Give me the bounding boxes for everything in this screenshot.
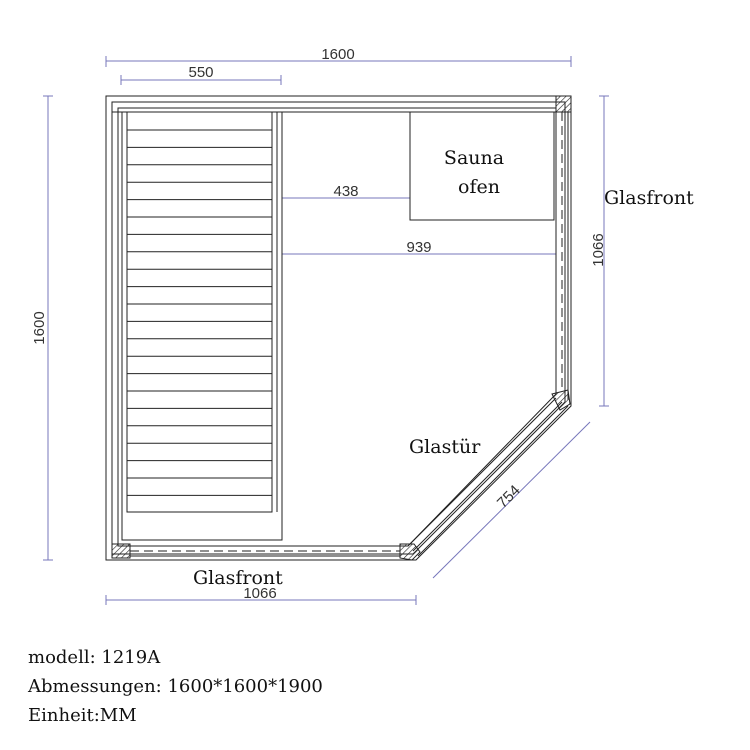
spec-unit: Einheit:MM xyxy=(28,705,137,726)
bench xyxy=(121,111,283,541)
dim-oven-gap: 438 xyxy=(333,183,358,200)
spec-model: modell: 1219A xyxy=(28,647,161,668)
dim-right-glass: 1066 xyxy=(590,233,607,266)
sauna-oven xyxy=(409,111,555,221)
dim-door-diag: 754 xyxy=(494,482,524,512)
dim-top-bench: 550 xyxy=(188,64,213,81)
oven-label-line1: Sauna xyxy=(444,147,504,169)
glasfront-right-label: Glasfront xyxy=(604,187,694,209)
glasfront-bottom-label: Glasfront xyxy=(193,567,283,589)
glastuer-label: Glastür xyxy=(409,436,481,458)
dim-room-width: 939 xyxy=(406,239,431,256)
glass-front-right xyxy=(555,112,569,400)
dim-left-total: 1600 xyxy=(31,311,48,344)
glass-front-bottom xyxy=(130,545,400,557)
dimension-lines xyxy=(43,56,609,605)
spec-dimensions: Abmessungen: 1600*1600*1900 xyxy=(28,676,323,697)
corner-posts xyxy=(111,95,572,561)
dim-top-total: 1600 xyxy=(321,46,354,63)
oven-label-line2: ofen xyxy=(458,176,500,198)
glass-door xyxy=(407,397,569,557)
spec-block: modell: 1219A Abmessungen: 1600*1600*190… xyxy=(28,643,323,730)
dim-bottom-glass: 1066 xyxy=(243,585,276,602)
